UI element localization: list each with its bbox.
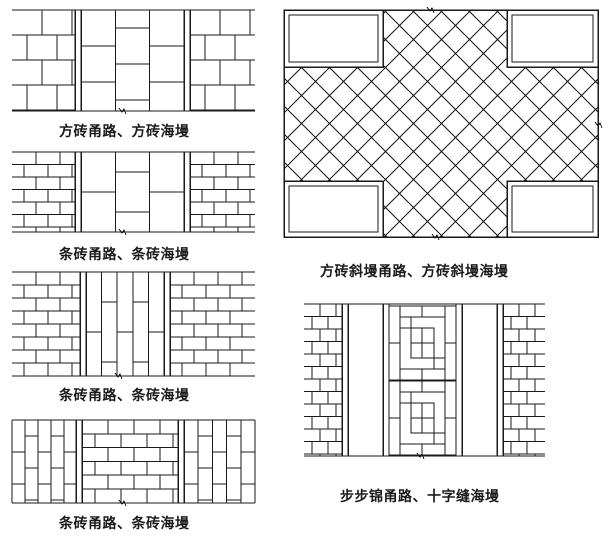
caption-panel-3: 条砖甬路、条砖海墁 [59, 388, 190, 404]
diagonal-joint [0, 10, 23, 237]
break-mark [594, 121, 603, 129]
caption-panel-5: 方砖斜墁甬路、方砖斜墁海墁 [320, 264, 509, 280]
caption-panel-6: 步步锦甬路、十字缝海墁 [340, 489, 500, 505]
caption-panel-1: 方砖甬路、方砖海墁 [59, 124, 190, 140]
diagonal-joint [0, 10, 23, 237]
diagonal-joint [0, 10, 51, 237]
corner-inner-block [288, 185, 379, 233]
break-mark [118, 499, 127, 507]
break-mark [118, 228, 127, 236]
caption-panel-2: 条砖甬路、条砖海墁 [59, 247, 190, 263]
break-mark [416, 452, 425, 460]
diagonal-joint [439, 78, 598, 237]
panel-step-brocade-path [304, 303, 545, 460]
caption-panel-4: 条砖甬路、条砖海墁 [59, 516, 190, 532]
corner-inner-block [511, 185, 594, 233]
diagonal-joint [0, 10, 51, 237]
panel-strip-brick-path-c [11, 419, 256, 507]
break-mark [118, 107, 127, 115]
diagonal-joint [608, 10, 615, 237]
diagonal-joint [284, 10, 472, 198]
diagonal-joint [411, 50, 598, 237]
panel-strip-brick-path-a [12, 151, 255, 236]
diagonal-joint [467, 106, 598, 237]
diagonal-joint [284, 10, 444, 170]
panel-square-brick-path [12, 9, 255, 115]
panel-diagonal-square-brick [0, 6, 615, 241]
break-mark [114, 372, 123, 380]
corner-inner-block [511, 14, 594, 63]
diagonal-joint [608, 10, 615, 237]
break-mark [431, 233, 440, 241]
panel-frame [283, 9, 599, 238]
break-mark [426, 6, 435, 14]
panel-strip-brick-path-b [12, 271, 255, 380]
corner-inner-block [288, 14, 379, 63]
